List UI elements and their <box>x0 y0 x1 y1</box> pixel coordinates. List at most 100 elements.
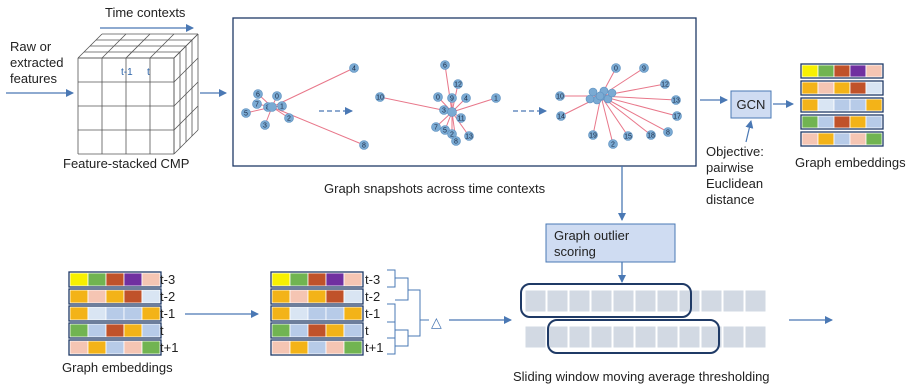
graph-hub-node <box>267 102 277 112</box>
embedding-cell <box>325 306 345 321</box>
embedding-cell <box>307 289 327 304</box>
embedding-row-frame <box>68 339 162 356</box>
feature-cube <box>77 33 199 155</box>
embedding-cell <box>801 132 819 146</box>
sliding-window-frame-2 <box>547 319 720 354</box>
window-cell <box>634 289 657 313</box>
embedding-cell <box>271 340 291 355</box>
graph-node-label: 2 <box>611 142 615 149</box>
graph-embeddings-bottom-windowed: t-3t-2t-1tt+1 <box>270 271 383 356</box>
graph-embeddings-bottom-caption: Graph embeddings <box>62 360 173 375</box>
embedding-cell <box>307 272 327 287</box>
window-cell <box>634 325 657 349</box>
embedding-row-frame <box>68 288 162 305</box>
graph-node <box>608 139 618 149</box>
cube-label-t: t <box>147 67 150 78</box>
graph-node-label: 2 <box>287 116 291 123</box>
graph-node <box>451 136 461 146</box>
graph-embeddings-top-caption: Graph embeddings <box>795 155 906 170</box>
embedding-cell <box>123 289 143 304</box>
window-cell <box>590 325 613 349</box>
embedding-cell <box>123 272 143 287</box>
embedding-cell <box>69 323 89 338</box>
window-cell <box>722 289 745 313</box>
raw-features-label-line2: extracted <box>10 55 63 70</box>
time-label: t-2 <box>365 289 380 304</box>
graph-node <box>660 79 670 89</box>
window-cell <box>546 325 569 349</box>
window-cell <box>612 289 635 313</box>
graph-embeddings-bottom-left: t-3t-2t-1tt+1 <box>68 271 178 356</box>
embedding-row-frame <box>68 271 162 288</box>
objective-line1: Objective: <box>706 144 764 159</box>
embedding-row-frame <box>68 305 162 322</box>
embedding-cell <box>865 98 883 112</box>
embedding-cell <box>307 323 327 338</box>
graph-node <box>431 122 441 132</box>
graph-node-label: 0 <box>614 66 618 73</box>
window-cell <box>678 289 701 313</box>
embedding-cell <box>141 289 161 304</box>
embedding-cell <box>343 306 363 321</box>
embedding-cell <box>325 323 345 338</box>
embedding-cell <box>343 323 363 338</box>
graph-node-label: 6 <box>256 92 260 99</box>
graph-node-label: 11 <box>457 116 464 123</box>
graph-node-label: 8 <box>454 139 458 146</box>
time-label: t-2 <box>160 289 175 304</box>
embedding-row-frame <box>270 322 364 339</box>
cube-label-t-1: t-1 <box>121 67 133 78</box>
delta-symbol: △ <box>431 314 442 330</box>
time-label: t <box>365 323 369 338</box>
embedding-row-frame <box>800 80 884 96</box>
graph-node-label: 9 <box>642 66 646 73</box>
embedding-cell <box>865 115 883 129</box>
embedding-cell <box>289 306 309 321</box>
time-contexts-label: Time contexts <box>105 5 186 20</box>
window-cell <box>744 325 767 349</box>
graph-node <box>284 113 294 123</box>
graph-node-label: 13 <box>672 98 680 105</box>
graph-node-label: 4 <box>464 96 468 103</box>
embedding-row-frame <box>270 271 364 288</box>
time-label: t <box>160 323 164 338</box>
graph-node <box>375 92 385 102</box>
embedding-cell <box>69 289 89 304</box>
graph-node-label: 12 <box>661 82 669 89</box>
graph-node <box>646 130 656 140</box>
embedding-cell <box>833 81 851 95</box>
embedding-cell <box>87 272 107 287</box>
embedding-cell <box>87 340 107 355</box>
graph-node-label: 4 <box>352 66 356 73</box>
window-cell <box>700 289 723 313</box>
embedding-cell <box>817 115 835 129</box>
embedding-cell <box>105 272 125 287</box>
graph-node <box>663 127 673 137</box>
graph-node-label: 1 <box>280 104 284 111</box>
embedding-cell <box>271 306 291 321</box>
graph-node-label: 5 <box>244 111 248 118</box>
window-cell <box>568 325 591 349</box>
graph-node-label: 7 <box>255 102 259 109</box>
embedding-cell <box>141 272 161 287</box>
graph-node <box>453 79 463 89</box>
embedding-cell <box>833 115 851 129</box>
graph-node-label: 14 <box>557 114 565 121</box>
graph-node-label: 8 <box>362 143 366 150</box>
window-cell <box>744 289 767 313</box>
graph-node-label: 0 <box>275 94 279 101</box>
graph-node <box>639 63 649 73</box>
gcn-label: GCN <box>737 97 766 112</box>
embedding-cell <box>849 98 867 112</box>
embedding-cell <box>343 340 363 355</box>
graph-node-label: 18 <box>647 133 655 140</box>
graph-node <box>456 113 466 123</box>
embedding-cell <box>289 323 309 338</box>
graph-node-label: 13 <box>465 134 473 141</box>
graph-node-label: 10 <box>556 94 564 101</box>
embedding-cell <box>833 132 851 146</box>
embedding-cell <box>69 272 89 287</box>
graph-node-label: 19 <box>589 133 597 140</box>
embedding-row-frame <box>68 322 162 339</box>
